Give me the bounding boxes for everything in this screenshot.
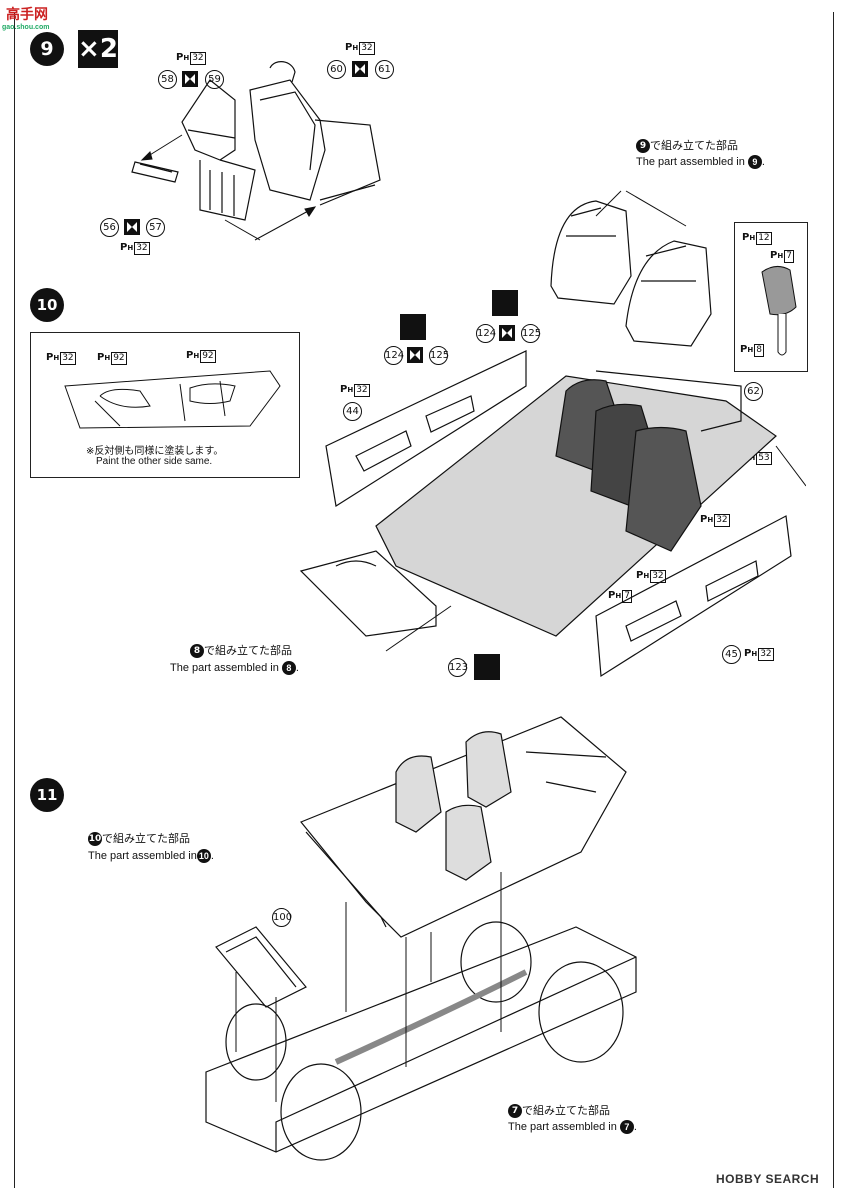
symmetric-symbol — [407, 347, 423, 363]
callout-8-en: The part assembled in 8. — [170, 661, 299, 675]
step-10-interior-drawing — [299, 190, 806, 678]
part-45: 45 — [722, 645, 741, 664]
part-61: 61 — [375, 60, 394, 79]
step-11-badge: 11 — [30, 778, 64, 812]
inset-panel-drawing — [64, 370, 281, 429]
step-11-chassis-drawing — [205, 716, 637, 1161]
part-124: 124 — [384, 346, 404, 365]
corner-logo: 高手网 — [6, 4, 48, 24]
glue-mark-icon — [474, 654, 500, 680]
callout-9-en: The part assembled in 9. — [636, 155, 765, 169]
symmetric-symbol — [499, 325, 515, 341]
symmetric-symbol — [182, 71, 198, 87]
inset-note-en: Paint the other side same. — [96, 456, 213, 467]
part-125: 125 — [521, 324, 541, 343]
part-44: 44 — [343, 402, 362, 421]
step-9-seat-drawing — [131, 61, 381, 241]
hobby-search-watermark: HOBBY SEARCH — [716, 1172, 820, 1186]
multiplier-badge: ×2 — [78, 30, 118, 68]
part-100: 100 — [272, 908, 292, 927]
step-9-badge: 9 — [30, 32, 64, 66]
glue-mark-icon — [400, 314, 426, 340]
symmetric-symbol — [352, 61, 368, 77]
symmetric-symbol — [124, 219, 140, 235]
logo-main-text: 高手网 — [6, 6, 48, 22]
shift-knob-drawing — [761, 266, 797, 356]
part-60: 60 — [327, 60, 346, 79]
step-10-badge: 10 — [30, 288, 64, 322]
callout-7-en: The part assembled in 7. — [508, 1120, 637, 1134]
part-62: 62 — [744, 382, 763, 401]
part-123: 123 — [448, 658, 468, 677]
part-59: 59 — [205, 70, 224, 89]
inset-note-jp: ※反対側も同様に塗装します。 — [86, 446, 224, 457]
part-125: 125 — [429, 346, 449, 365]
callout-10-jp: 10で組み立てた部品 — [88, 832, 190, 846]
part-56: 56 — [100, 218, 119, 237]
corner-logo-sub: gao.shou.com — [2, 24, 50, 31]
page-frame — [14, 12, 834, 1188]
part-58: 58 — [158, 70, 177, 89]
part-124: 124 — [476, 324, 496, 343]
part-57: 57 — [146, 218, 165, 237]
glue-mark-icon — [492, 290, 518, 316]
